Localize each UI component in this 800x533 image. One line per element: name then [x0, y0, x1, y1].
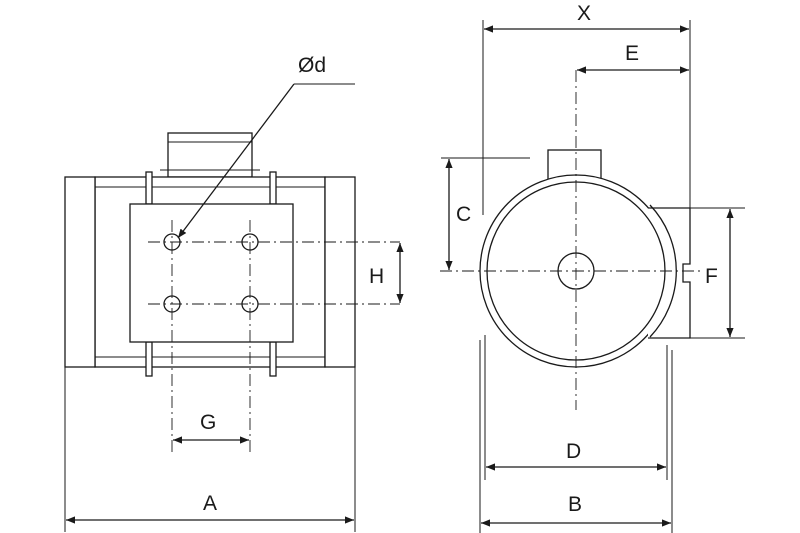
dimension-label-a: A	[203, 492, 217, 515]
dimension-label-x: X	[577, 2, 591, 25]
mounting-plate	[129, 203, 294, 343]
dimension-label-e: E	[625, 42, 639, 65]
left-flange	[64, 176, 96, 368]
dimension-label-c: C	[456, 203, 471, 226]
side-view: H G A Ød	[64, 54, 404, 532]
front-view: X E C F D B	[440, 2, 745, 533]
dimension-label-f: F	[705, 265, 718, 288]
dimension-label-b: B	[568, 493, 582, 516]
dimension-label-h: H	[369, 265, 384, 288]
dimension-label-g: G	[200, 411, 216, 434]
dimension-label-d: D	[566, 440, 581, 463]
dimension-label-d-diameter: Ød	[298, 54, 326, 77]
right-flange	[324, 176, 356, 368]
